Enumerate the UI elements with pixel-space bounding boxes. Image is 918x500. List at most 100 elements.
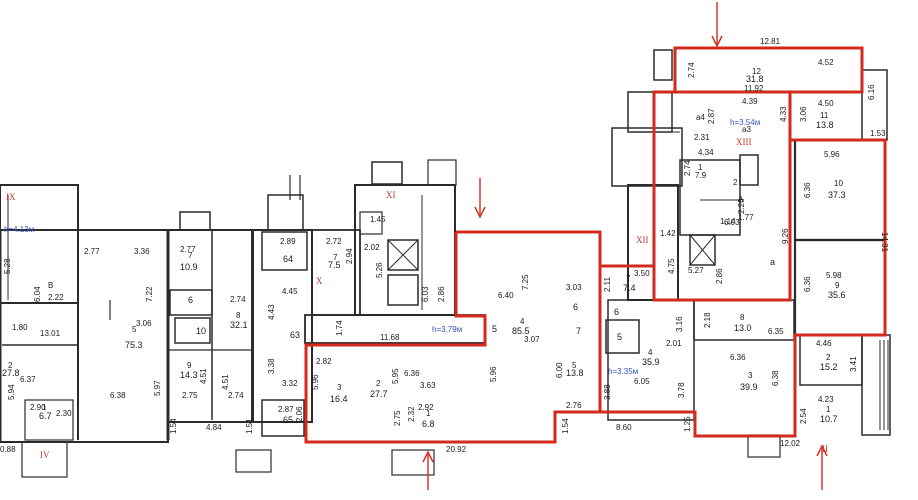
room-area: 10.9 bbox=[180, 262, 198, 272]
room-number: 5 bbox=[572, 361, 577, 370]
dimension: 6.35 bbox=[768, 327, 784, 336]
dimension: 1.77 bbox=[738, 213, 754, 222]
dimension: 5.96 bbox=[824, 150, 840, 159]
room-area: 6.7 bbox=[39, 411, 52, 421]
unit-boundary-center bbox=[304, 230, 602, 444]
height-note: h=3.79м bbox=[432, 325, 462, 334]
dimension: 2.31 bbox=[694, 133, 710, 142]
mark-xii: XII bbox=[636, 235, 649, 245]
dimension: 8.60 bbox=[616, 423, 632, 432]
room-area: 27.8 bbox=[2, 368, 20, 378]
letter-label: 7 bbox=[576, 326, 581, 336]
room-area: 35.9 bbox=[642, 357, 660, 367]
letter-label: 10 bbox=[196, 326, 206, 336]
dimension: 4.51 bbox=[199, 368, 208, 384]
room-area: 6.8 bbox=[422, 419, 435, 429]
mark-ix: IX bbox=[6, 192, 16, 202]
dimension: 3.36 bbox=[134, 247, 150, 256]
highlighted-units bbox=[304, 46, 887, 444]
mark-xiii: XIII bbox=[736, 137, 752, 147]
dimension: 3.07 bbox=[524, 335, 540, 344]
dimension: 3.32 bbox=[282, 379, 298, 388]
room-number: 4 bbox=[520, 317, 525, 326]
room-number: 63 bbox=[290, 330, 300, 340]
dimension: 6.04 bbox=[33, 286, 42, 302]
dimension: 3.41 bbox=[849, 356, 858, 372]
dimension: 2.86 bbox=[437, 286, 446, 302]
dimension: 2.77 bbox=[84, 247, 100, 256]
dimension: 2.75 bbox=[393, 410, 402, 426]
dimension: 3.50 bbox=[634, 269, 650, 278]
dimension: 3.78 bbox=[677, 382, 686, 398]
dimension: 4.75 bbox=[667, 258, 676, 274]
dimension: 1.25 bbox=[683, 416, 692, 432]
dimension: 4.34 bbox=[698, 148, 714, 157]
dimension: 2.06 bbox=[295, 406, 304, 422]
dimension: 2.77 bbox=[180, 245, 196, 254]
room-area: 13.0 bbox=[734, 323, 752, 333]
entrance-marks: IX XI X XII XIII IV II bbox=[6, 137, 828, 460]
room-area: 85.5 bbox=[512, 326, 530, 336]
dimension: 12.81 bbox=[760, 37, 781, 46]
dimension: 0.88 bbox=[0, 445, 16, 454]
room-number: 2 bbox=[8, 361, 13, 370]
dimension: 1.54 bbox=[169, 418, 178, 434]
dimension: 2.89 bbox=[280, 237, 296, 246]
dimension: 2.82 bbox=[316, 357, 332, 366]
room-number: 65 bbox=[283, 415, 293, 425]
dimension: 4.39 bbox=[742, 97, 758, 106]
letter-labels: a a3 a4 A B 6 10 5 6 7 6 5 2 bbox=[48, 113, 775, 342]
dimension: 1.45 bbox=[370, 215, 386, 224]
room-area: 13.8 bbox=[816, 120, 834, 130]
letter-label: a3 bbox=[742, 125, 751, 134]
dimension: 7.25 bbox=[521, 274, 530, 290]
letter-label: a bbox=[770, 257, 775, 267]
dimension: 5.97 bbox=[153, 380, 162, 396]
dimension: 2.75 bbox=[182, 391, 198, 400]
room-area: 10.7 bbox=[820, 414, 838, 424]
dimension: 2.26 bbox=[737, 198, 746, 214]
dimension: 3.03 bbox=[566, 283, 582, 292]
height-note: h=3.35м bbox=[608, 367, 638, 376]
dimension: 1.42 bbox=[660, 229, 676, 238]
room-number: 3 bbox=[748, 371, 753, 380]
dimension: 6.40 bbox=[498, 291, 514, 300]
unit-boundary-small bbox=[652, 90, 792, 302]
dimension: 6.00 bbox=[555, 362, 564, 378]
room-area: 37.3 bbox=[828, 190, 846, 200]
room-labels: 2 27.8 1 6.7 5 75.3 7 10.9 8 32.1 9 14.3… bbox=[2, 67, 846, 429]
room-area: 35.6 bbox=[828, 290, 846, 300]
dimension: 2.02 bbox=[364, 243, 380, 252]
dimension: 6.36 bbox=[730, 353, 746, 362]
room-area: 7.9 bbox=[695, 171, 707, 180]
dimension: 1.74 bbox=[335, 320, 344, 336]
dimension: 2.30 bbox=[56, 409, 72, 418]
dimension: 6.05 bbox=[634, 377, 650, 386]
dimension: 6.36 bbox=[803, 276, 812, 292]
room-number: 2 bbox=[826, 353, 831, 362]
letter-label: 6 bbox=[614, 307, 619, 317]
room-number: 12 bbox=[752, 67, 761, 76]
dimension: 3.88 bbox=[603, 384, 612, 400]
room-number: 2 bbox=[376, 379, 381, 388]
room-number: 9 bbox=[187, 361, 192, 370]
mark-ii: II bbox=[822, 444, 828, 454]
dimension: 7.22 bbox=[145, 286, 154, 302]
dimension: 2.22 bbox=[48, 293, 64, 302]
dimension: 1.51 bbox=[245, 418, 254, 434]
dimension: 2.01 bbox=[666, 339, 682, 348]
room-area: 16.4 bbox=[330, 394, 348, 404]
dimension: 1.54 bbox=[561, 418, 570, 434]
room-number: 3 bbox=[337, 383, 342, 392]
dimension-labels: 12.81 11.92 2.74 4.52 4.39 2.87 4.33 4.5… bbox=[0, 37, 889, 454]
dimension: 2.87 bbox=[707, 108, 716, 124]
dimension: 3.16 bbox=[675, 316, 684, 332]
room-number: 1 bbox=[826, 405, 831, 414]
dimension: 6.16 bbox=[867, 84, 876, 100]
letter-label: A bbox=[738, 195, 744, 204]
walls bbox=[0, 49, 891, 478]
room-number: 5 bbox=[132, 325, 137, 334]
dimension: 4.23 bbox=[818, 395, 834, 404]
room-number: 9 bbox=[835, 281, 840, 290]
